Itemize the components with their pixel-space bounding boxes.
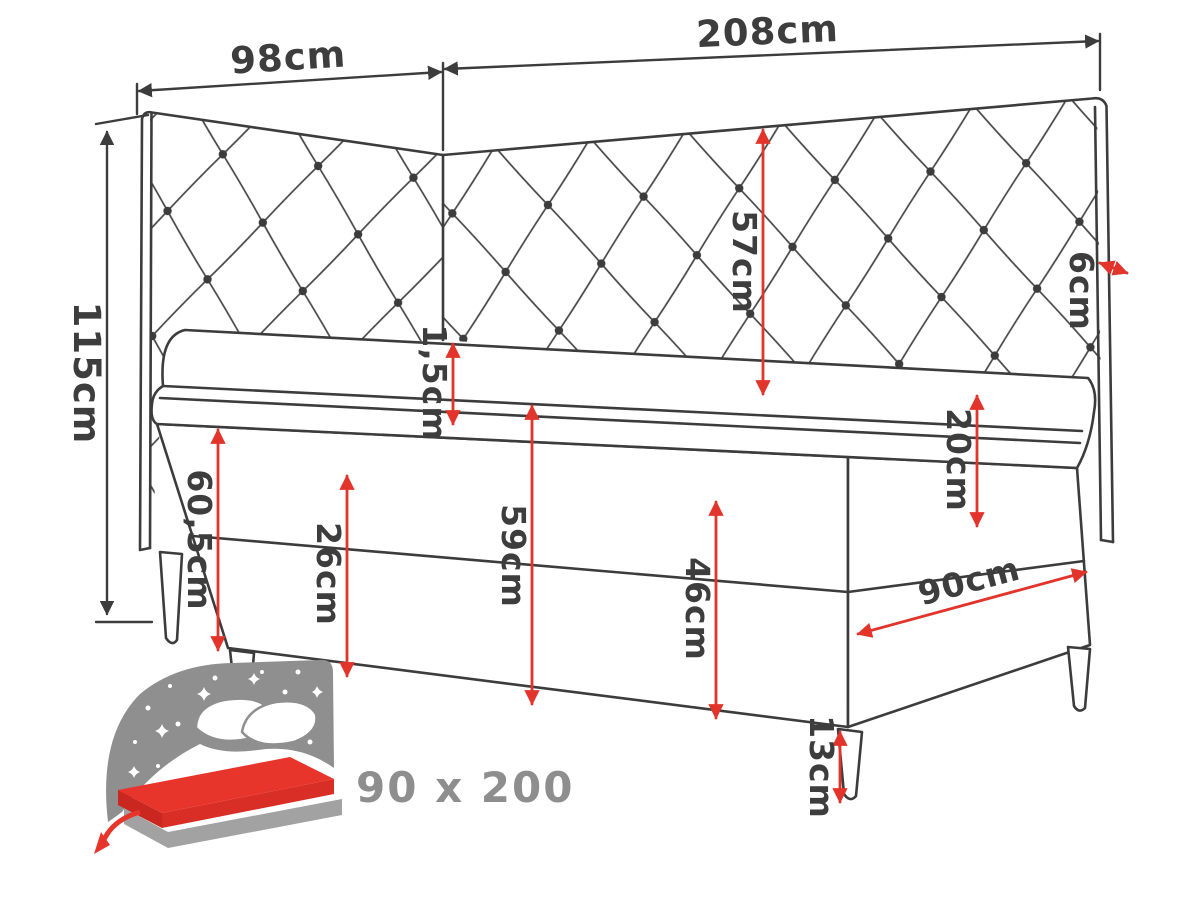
dimension-lines-red — [210, 128, 1129, 804]
dim-line-6 — [1098, 260, 1129, 276]
dim-label-6cm: 6cm — [1062, 251, 1101, 331]
tufting-pattern-side — [150, 112, 443, 548]
leg-back-right — [1066, 645, 1092, 712]
dim-line-208 — [443, 34, 1100, 76]
dim-label-20cm: 20cm — [939, 408, 978, 512]
dim-label-60-5cm: 60,5cm — [180, 469, 219, 610]
dim-label-46cm: 46cm — [678, 557, 717, 661]
icon-pillows — [194, 697, 318, 746]
dim-label-57cm: 57cm — [725, 210, 764, 314]
dim-label-26cm: 26cm — [309, 522, 348, 626]
dim-label-59cm: 59cm — [494, 504, 533, 608]
mattress-size-label: 90 x 200 — [356, 763, 574, 812]
icon-mattress — [118, 757, 334, 828]
dim-line-90 — [856, 568, 1088, 638]
leg-headboard-left — [158, 550, 184, 645]
icon-bed-base — [124, 799, 342, 848]
dim-label-208cm: 208cm — [695, 7, 839, 56]
headboard-back-panel — [441, 96, 1115, 544]
tufting-pattern-back — [443, 98, 1101, 392]
dim-label-115cm: 115cm — [65, 302, 108, 445]
mattress-piping-top — [161, 384, 1084, 433]
dim-label-13cm: 13cm — [802, 715, 841, 819]
mattress-piping-bottom — [158, 396, 1082, 445]
mattress — [150, 328, 1097, 470]
dimension-lines-black — [94, 32, 1102, 624]
bed-size-icon — [94, 659, 342, 854]
dim-line-98 — [137, 65, 443, 98]
dim-label-1-5cm: 1,5cm — [415, 324, 454, 441]
dim-label-98cm: 98cm — [229, 32, 347, 82]
icon-lift-arrow — [94, 809, 141, 854]
